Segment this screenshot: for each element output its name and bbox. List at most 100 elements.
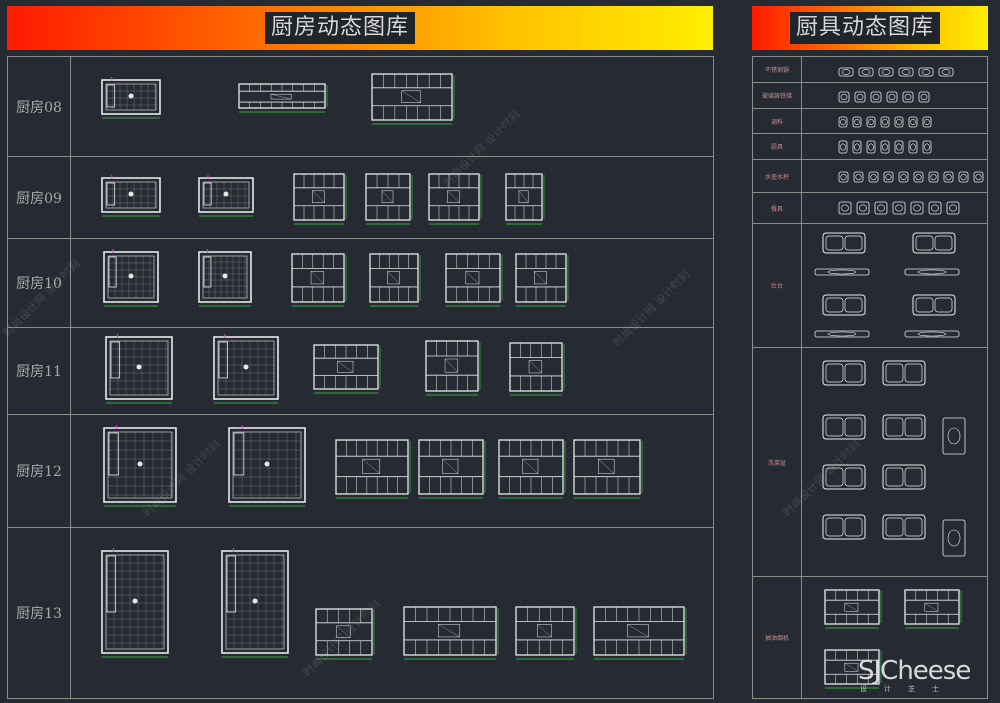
cad-drawing: [878, 63, 894, 82]
cad-drawing: [291, 171, 347, 231]
kitchen-row-10[interactable]: 厨房10: [8, 239, 713, 328]
cad-drawing: [822, 464, 868, 494]
cad-drawing: [369, 71, 455, 131]
cad-drawing: [852, 139, 862, 159]
cad-drawing: [858, 63, 874, 82]
appliance-drawings: [802, 193, 987, 223]
kitchen-drawings: [71, 328, 713, 414]
cad-drawing: [902, 89, 914, 108]
cad-drawing: [866, 114, 876, 133]
cad-drawing: [822, 414, 868, 444]
cad-drawing: [973, 169, 984, 188]
cad-drawing: [922, 139, 932, 159]
cad-drawing: [886, 89, 898, 108]
cad-drawing: [571, 437, 643, 505]
cad-drawing: [423, 338, 481, 402]
cad-drawing: [101, 425, 179, 513]
cad-drawing: [922, 114, 932, 133]
kitchen-row-09[interactable]: 厨房09: [8, 157, 713, 239]
cad-drawing: [870, 89, 882, 108]
appliance-row-kettles[interactable]: 水壶水杯: [753, 160, 987, 193]
appliance-row-tableware[interactable]: 餐具: [753, 193, 987, 224]
cad-drawing: [591, 604, 687, 666]
appliance-row-stoves[interactable]: 灶台: [753, 224, 987, 348]
cad-drawing: [908, 139, 918, 159]
cad-drawing: [838, 63, 854, 82]
cad-drawing: [852, 114, 862, 133]
cad-drawing: [874, 200, 888, 220]
cad-drawing: [912, 232, 958, 258]
kitchen-row-12[interactable]: 厨房12: [8, 415, 713, 528]
appliance-row-utensils[interactable]: 厨具: [753, 134, 987, 160]
cad-drawing: [426, 171, 482, 231]
cad-drawing: [942, 416, 966, 460]
appliance-row-sinks[interactable]: 洗菜盆: [753, 348, 987, 577]
appliance-row-label: 不锈钢锅: [753, 57, 802, 82]
appliance-drawings: [802, 348, 987, 576]
cad-drawing: [838, 139, 848, 159]
cad-drawing: [822, 587, 882, 635]
cad-drawing: [918, 89, 930, 108]
cad-drawing: [822, 360, 868, 390]
kitchen-row-08[interactable]: 厨房08: [8, 57, 713, 157]
kitchen-drawings: [71, 415, 713, 527]
cad-drawing: [853, 169, 864, 188]
sjcheese-tagline: 设计芝士: [860, 685, 956, 693]
cad-drawing: [503, 171, 545, 231]
kitchen-row-11[interactable]: 厨房11: [8, 328, 713, 415]
cad-drawing: [311, 342, 381, 400]
kitchen-row-13[interactable]: 厨房13: [8, 528, 713, 698]
cad-drawing: [513, 251, 569, 313]
cad-drawing: [910, 200, 924, 220]
appliance-row-label: 洗菜盆: [753, 348, 802, 576]
cad-drawing: [958, 169, 969, 188]
kitchen-row-label: 厨房08: [8, 57, 71, 156]
cad-drawing: [894, 114, 904, 133]
cad-drawing: [904, 324, 960, 343]
cad-drawing: [99, 548, 171, 664]
appliance-row-label: 水壶水杯: [753, 160, 802, 192]
appliance-drawings: [802, 109, 987, 133]
kitchen-row-label: 厨房09: [8, 157, 71, 238]
kitchen-row-label: 厨房11: [8, 328, 71, 414]
cad-drawing: [226, 425, 308, 513]
cad-drawing: [416, 437, 486, 505]
cad-drawing: [943, 169, 954, 188]
kitchen-gallery-title: 厨房动态图库: [265, 12, 416, 44]
appliance-drawings: [802, 57, 987, 82]
cad-drawing: [196, 175, 256, 223]
kitchen-drawings: [71, 528, 713, 698]
cad-drawing: [856, 200, 870, 220]
kitchen-drawings: [71, 239, 713, 327]
appliance-drawings: [802, 134, 987, 159]
appliance-row-glassware[interactable]: 玻璃铸铁煤: [753, 83, 987, 109]
cad-drawing: [883, 169, 894, 188]
cad-drawing: [822, 294, 868, 320]
cad-drawing: [868, 169, 879, 188]
cad-drawing: [99, 175, 163, 223]
cad-drawing: [882, 360, 928, 390]
cad-drawing: [443, 251, 503, 313]
appliance-drawings: [802, 577, 987, 698]
cad-drawing: [882, 514, 928, 544]
cad-drawing: [496, 437, 566, 505]
kitchen-drawings: [71, 157, 713, 238]
kitchenware-gallery-title: 厨具动态图库: [790, 12, 941, 44]
cad-drawing: [882, 414, 928, 444]
cad-drawing: [822, 232, 868, 258]
cad-drawing: [854, 89, 866, 108]
cad-drawing: [513, 604, 577, 666]
appliance-row-range-hoods[interactable]: 抽油烟机: [753, 577, 987, 698]
kitchen-row-label: 厨房12: [8, 415, 71, 527]
kitchenware-gallery-banner: 厨具动态图库: [752, 6, 988, 50]
appliance-row-seasoning[interactable]: 调料: [753, 109, 987, 134]
cad-drawing: [236, 81, 328, 119]
cad-drawing: [894, 139, 904, 159]
cad-drawing: [838, 114, 848, 133]
appliance-drawings: [802, 83, 987, 108]
appliance-drawings: [802, 160, 987, 192]
appliance-drawings: [802, 224, 987, 347]
appliance-row-pots[interactable]: 不锈钢锅: [753, 57, 987, 83]
kitchen-row-label: 厨房13: [8, 528, 71, 698]
cad-drawing: [912, 294, 958, 320]
